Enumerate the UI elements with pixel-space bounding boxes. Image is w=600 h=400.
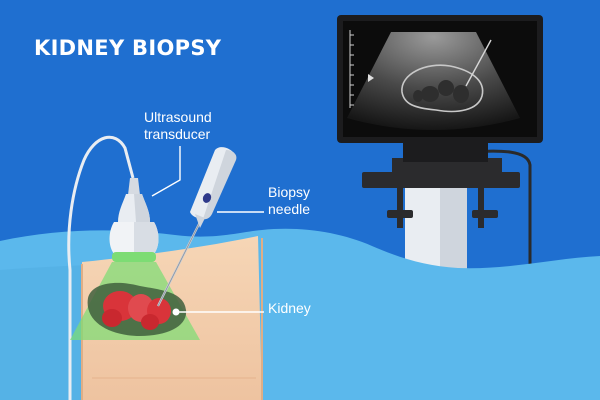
transducer-label-line-1: Ultrasound bbox=[144, 109, 212, 125]
transducer-label: Ultrasound transducer bbox=[144, 109, 239, 143]
screen-needle-line bbox=[465, 39, 492, 87]
ultrasound-transducer-icon bbox=[109, 178, 159, 262]
screen-kidney-outline bbox=[401, 64, 484, 113]
kidney-icon bbox=[87, 282, 187, 336]
biopsy-needle-icon bbox=[157, 147, 237, 307]
needle-label-line-1: Biopsy bbox=[268, 184, 311, 200]
page-title: KIDNEY BIOPSY bbox=[34, 36, 222, 60]
ultrasound-monitor-icon bbox=[337, 15, 543, 162]
kidney-label: Kidney bbox=[268, 300, 311, 316]
needle-label-line-2: needle bbox=[268, 201, 311, 217]
ultrasound-sector-image bbox=[347, 32, 520, 130]
needle-label: Biopsy needle bbox=[268, 184, 338, 218]
transducer-cable bbox=[67, 135, 135, 400]
transducer-label-line-2: transducer bbox=[144, 126, 211, 142]
transducer-leader-line bbox=[151, 146, 181, 197]
